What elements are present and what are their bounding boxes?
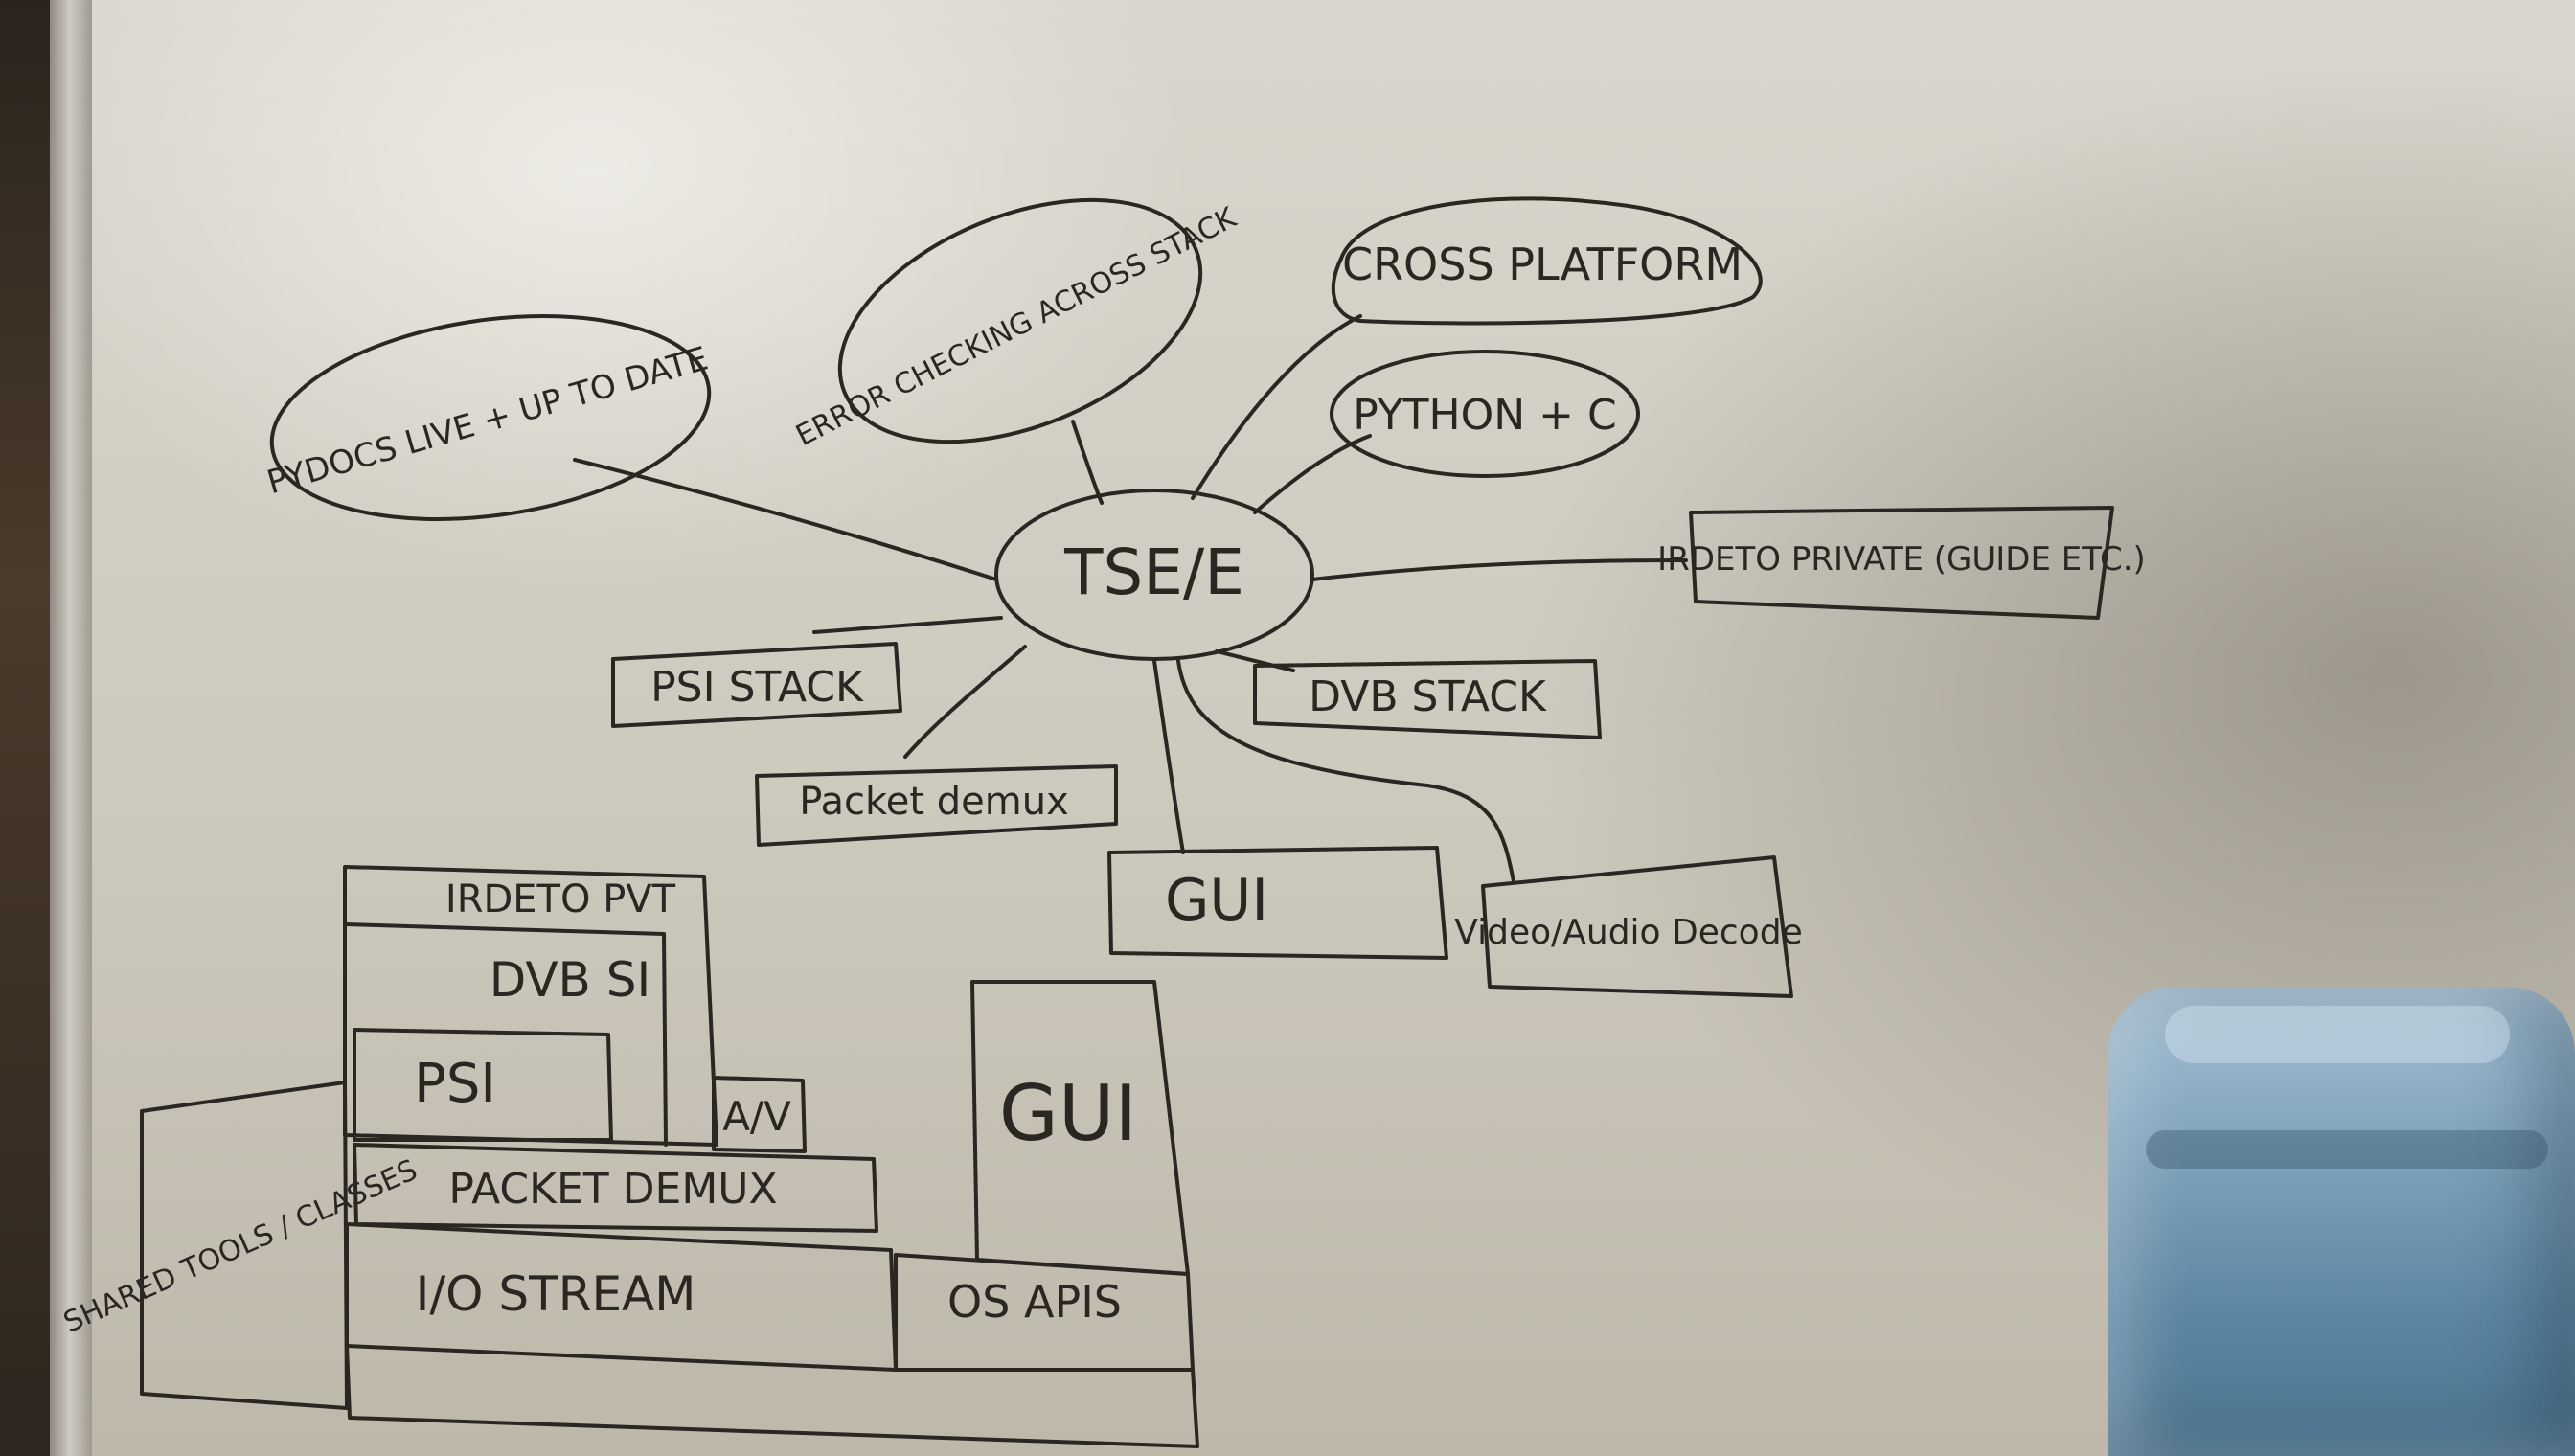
node-irdeto-private: IRDETO PRIVATE (GUIDE ETC.) <box>1657 506 2146 620</box>
node-python-c-label: PYTHON + C <box>1353 391 1617 440</box>
layer-packet-demux: PACKET DEMUX <box>448 1165 777 1214</box>
layer-dvb-si: DVB SI <box>490 952 651 1008</box>
wall-background <box>0 0 57 1456</box>
mind-map-center: TSE/E <box>994 489 1314 661</box>
node-psi-stack: PSI STACK <box>611 642 902 728</box>
node-dvb-stack: DVB STACK <box>1253 659 1602 739</box>
node-packet-demux-label: Packet demux <box>799 780 1069 824</box>
node-pydocs: PYDOCS LIVE + UP TO DATE <box>262 314 712 521</box>
layer-av: A/V <box>722 1093 791 1140</box>
whiteboard-frame <box>50 0 94 1456</box>
node-python-c: PYTHON + C <box>1330 350 1640 478</box>
layer-io-stream: I/O STREAM <box>416 1266 696 1322</box>
node-irdeto-private-label: IRDETO PRIVATE (GUIDE ETC.) <box>1657 540 2146 579</box>
node-cross-platform: CROSS PLATFORM <box>1331 196 1763 326</box>
layer-os-apis: OS APIS <box>947 1276 1122 1328</box>
node-error-checking: ERROR CHECKING ACROSS STACK <box>790 197 1242 453</box>
node-video-audio-label: Video/Audio Decode <box>1454 913 1802 952</box>
layer-irdeto-pvt: IRDETO PVT <box>445 877 676 921</box>
layer-gui: GUI <box>999 1069 1137 1158</box>
node-packet-demux: Packet demux <box>755 764 1118 847</box>
stack-diagram: IRDETO PVT DVB SI PSI A/V SHARED TOOLS /… <box>58 865 1199 1448</box>
layer-psi: PSI <box>414 1053 496 1115</box>
node-gui-label: GUI <box>1165 867 1268 934</box>
node-cross-platform-label: CROSS PLATFORM <box>1342 239 1743 290</box>
node-gui: GUI <box>1107 846 1448 960</box>
center-label: TSE/E <box>1063 535 1244 609</box>
node-video-audio: Video/Audio Decode <box>1454 855 1803 998</box>
water-jug <box>2108 987 2575 1456</box>
node-dvb-stack-label: DVB STACK <box>1309 672 1547 721</box>
node-psi-stack-label: PSI STACK <box>650 663 864 712</box>
node-error-checking-label: ERROR CHECKING ACROSS STACK <box>790 200 1242 453</box>
layer-shared-tools: SHARED TOOLS / CLASSES <box>58 1153 422 1340</box>
